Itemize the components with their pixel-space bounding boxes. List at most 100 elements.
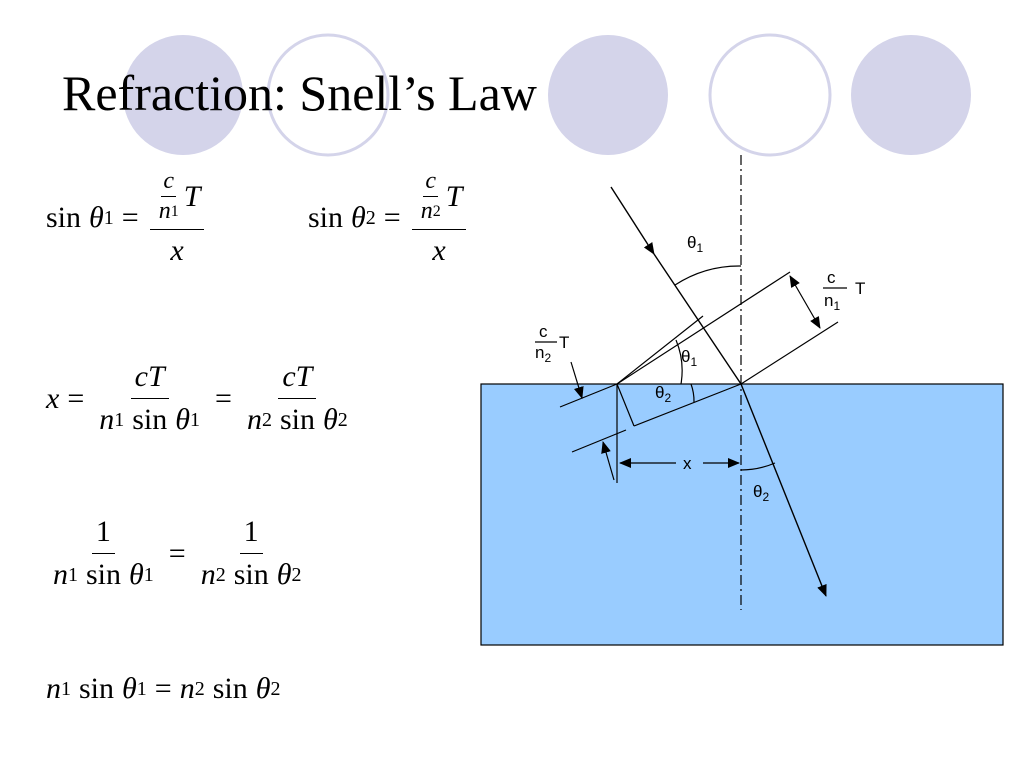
c-over-n1-c: c: [827, 268, 836, 287]
n-var: n: [246, 403, 262, 436]
theta-symbol: θ: [276, 558, 292, 591]
decorative-circles: [123, 33, 971, 157]
n-var: n: [53, 558, 68, 591]
c-over-n2-T: T: [559, 333, 569, 352]
subscript: 2: [215, 563, 226, 586]
theta-symbol: θ: [122, 672, 137, 705]
theta1-label-top: θ1: [687, 233, 703, 255]
c-var: c: [163, 168, 175, 194]
subscript: 1: [103, 206, 114, 229]
n-var: n: [420, 198, 433, 224]
T-var: T: [183, 179, 201, 213]
wavelength-arrow-2: [570, 361, 584, 399]
c-over-n2-n: n2: [535, 343, 551, 365]
incident-ray: [610, 186, 655, 255]
wavefront-ext-1: [559, 383, 618, 408]
subscript: 2: [432, 202, 441, 220]
subscript: 1: [114, 408, 125, 431]
refracted-wavefront: [633, 383, 742, 427]
wavefront-2: [740, 321, 839, 385]
refraction-diagram: θ1 θ1 θ2 θ2 x c n1 T c n2 T: [480, 155, 1004, 646]
wavefront-perpendicular: [616, 383, 635, 427]
wavelength-arrow-3: [601, 441, 615, 481]
sin-func: sin: [212, 672, 248, 705]
one: 1: [95, 515, 111, 548]
sin-func: sin: [46, 201, 82, 234]
subscript: 1: [170, 202, 179, 220]
subscript: 1: [68, 563, 78, 586]
theta-symbol: θ: [129, 558, 144, 591]
subscript: 2: [270, 677, 281, 700]
wavefront-1: [616, 271, 791, 385]
c-over-n2-c: c: [539, 322, 548, 341]
circle-1: [123, 35, 243, 155]
equals-sign: =: [383, 201, 401, 234]
subscript: 2: [194, 677, 205, 700]
c-var: c: [425, 168, 437, 194]
one: 1: [243, 515, 259, 548]
theta2-label-bottom: θ2: [753, 482, 769, 504]
subscript: 1: [143, 563, 154, 586]
circle-2: [266, 33, 390, 157]
sin-func: sin: [79, 672, 115, 705]
equals-sign: =: [168, 536, 186, 570]
denominator: x: [166, 230, 187, 268]
sin-func: sin: [86, 558, 122, 591]
angle-arc-theta2-mid: [690, 383, 695, 403]
c-over-n1-T: T: [855, 279, 865, 298]
angle-arc-theta2-bottom: [740, 462, 776, 471]
equals-sign: =: [215, 381, 232, 415]
theta-symbol: θ: [89, 201, 104, 234]
theta-symbol: θ: [351, 201, 366, 234]
n-var: n: [158, 198, 171, 224]
incident-wavefront-ray: [616, 315, 704, 385]
incident-ray-continued: [653, 253, 742, 385]
wavelength-arrow-1: [789, 275, 821, 329]
subscript: 2: [291, 563, 302, 586]
n-var: n: [46, 672, 61, 705]
subscript: 2: [261, 408, 272, 431]
sin-func: sin: [308, 201, 344, 234]
sin-func: sin: [132, 403, 168, 436]
cT-var: cT: [282, 360, 313, 393]
subscript: 2: [337, 408, 348, 431]
slide-title: Refraction: Snell’s Law: [62, 65, 537, 121]
x-label: x: [683, 454, 692, 473]
equals-sign: =: [121, 201, 139, 234]
denominator: x: [428, 230, 449, 268]
n-var: n: [99, 403, 115, 436]
subscript: 1: [136, 677, 147, 700]
equals-sign: =: [154, 672, 172, 705]
sin-func: sin: [233, 558, 269, 591]
theta1-label-mid: θ1: [681, 347, 697, 369]
equals-sign: =: [67, 381, 85, 415]
theta-symbol: θ: [322, 403, 338, 436]
circle-5: [851, 35, 971, 155]
n-var: n: [179, 672, 195, 705]
x-var: x: [46, 381, 60, 415]
subscript: 1: [190, 408, 201, 431]
circle-4: [708, 33, 832, 157]
theta2-label-mid: θ2: [655, 383, 671, 405]
c-over-n1-n: n1: [824, 291, 840, 313]
n-var: n: [200, 558, 216, 591]
refracted-ray: [740, 383, 827, 597]
theta-symbol: θ: [175, 403, 191, 436]
subscript: 1: [61, 677, 71, 700]
cT-var: cT: [134, 360, 165, 393]
x-var: x: [170, 234, 184, 267]
